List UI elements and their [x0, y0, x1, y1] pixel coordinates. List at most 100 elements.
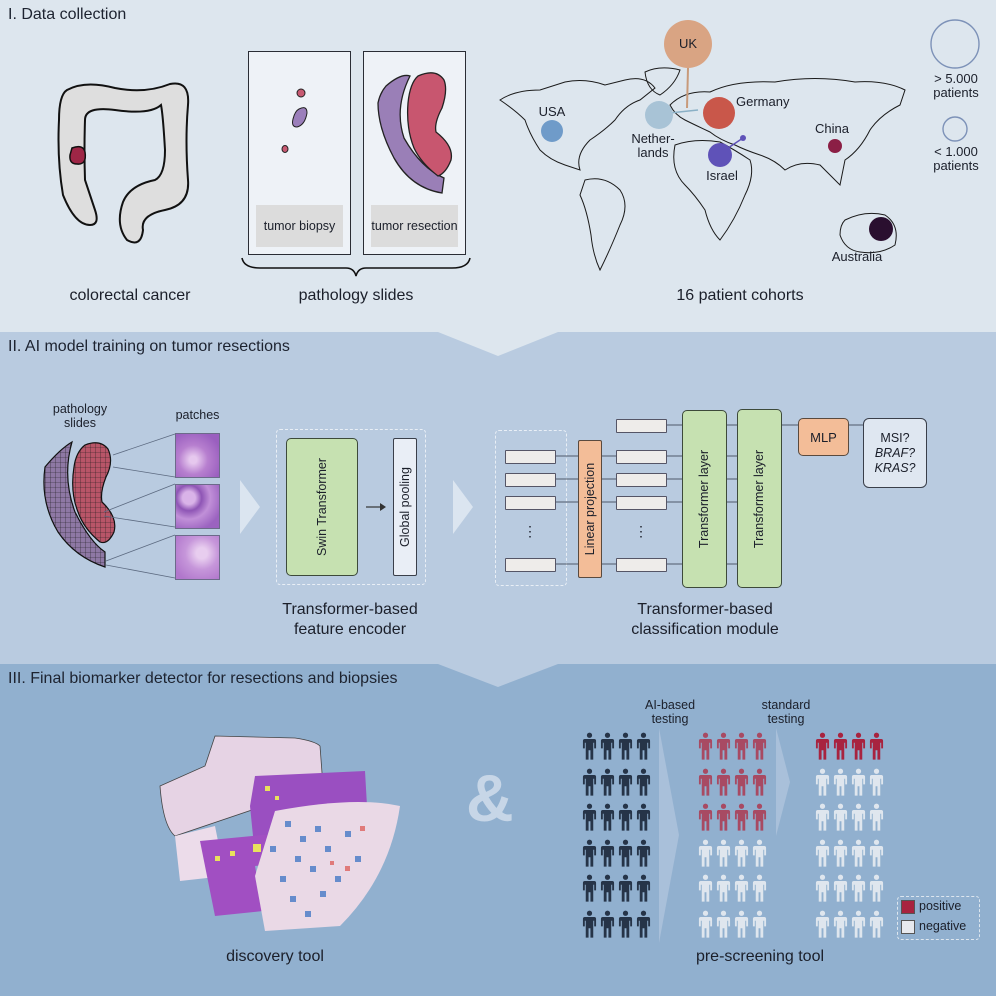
legend-positive-label: positive: [919, 899, 962, 913]
transformer-layer-label: Transformer layer: [752, 449, 767, 548]
output-msi: MSI?: [880, 430, 910, 445]
north-america-outline: [499, 78, 656, 171]
person-icon: [716, 768, 731, 796]
cohort-australia: [869, 217, 893, 241]
person-icon: [582, 732, 597, 760]
legend-large-label: > 5.000 patients: [925, 72, 987, 100]
cohort-label-uk: UK: [678, 36, 698, 51]
person-icon: [869, 732, 884, 760]
patch-image: [175, 484, 220, 529]
caption-line: classification module: [631, 621, 779, 638]
person-icon: [734, 732, 749, 760]
caption-line: Transformer-based: [637, 601, 773, 618]
person-icon: [734, 803, 749, 831]
patch-image: [175, 535, 220, 580]
person-icon: [618, 839, 633, 867]
cohort-label-australia: Australia: [831, 249, 883, 264]
person-icon: [716, 732, 731, 760]
person-icon: [582, 768, 597, 796]
person-icon: [698, 874, 713, 902]
section-title: I. Data collection: [8, 6, 127, 23]
person-icon: [851, 874, 866, 902]
map-caption: 16 patient cohorts: [676, 287, 804, 304]
person-icon: [815, 732, 830, 760]
person-icon: [636, 803, 651, 831]
person-icon: [815, 803, 830, 831]
person-icon: [600, 732, 615, 760]
input-token: [505, 496, 556, 510]
person-icon: [582, 874, 597, 902]
ellipsis: ⋮: [634, 523, 648, 539]
person-icon: [869, 768, 884, 796]
cohort-label-usa: USA: [538, 104, 566, 119]
legend-small-label: < 1.000 patients: [925, 145, 987, 173]
label-line: AI-based: [644, 698, 696, 712]
output-targets-box: MSI? BRAF? KRAS?: [863, 418, 927, 488]
person-icon: [833, 768, 848, 796]
cohort-label-netherlands: Nether- lands: [618, 132, 688, 160]
person-icon: [752, 839, 767, 867]
person-icon: [600, 803, 615, 831]
slide-tag-resection: tumor resection: [371, 205, 458, 247]
pathology-slides-label: pathology slides: [52, 402, 108, 430]
person-icon: [716, 803, 731, 831]
classifier-caption: Transformer-based classification module: [600, 600, 810, 640]
output-braf: BRAF?: [874, 445, 916, 460]
slide-resection: tumor resection: [363, 51, 466, 255]
legend-positive-swatch: [901, 900, 915, 914]
person-icon: [869, 910, 884, 938]
prescreen-caption: pre-screening tool: [695, 948, 825, 965]
person-icon: [582, 839, 597, 867]
transformer-layer-2: Transformer layer: [737, 409, 782, 588]
person-icon: [734, 839, 749, 867]
person-icon: [698, 839, 713, 867]
caption-line: feature encoder: [293, 621, 407, 638]
section-title: II. AI model training on tumor resection…: [8, 338, 290, 355]
cohort-china: [828, 139, 842, 153]
linear-projection-label: Linear projection: [583, 462, 598, 556]
person-icon: [636, 910, 651, 938]
cohort-uk: [664, 20, 712, 68]
person-icon: [752, 732, 767, 760]
person-icon: [815, 768, 830, 796]
linear-projection-block: Linear projection: [578, 440, 602, 578]
label-line: < 1.000: [934, 144, 978, 159]
person-icon: [833, 910, 848, 938]
person-icon: [600, 910, 615, 938]
person-icon: [716, 839, 731, 867]
legend-small-circle: [942, 116, 968, 142]
slide-tag-biopsy: tumor biopsy: [256, 205, 343, 247]
person-icon: [698, 910, 713, 938]
label-line: testing: [651, 712, 689, 726]
mlp-label: MLP: [810, 429, 837, 445]
stage-arrow: [776, 728, 790, 836]
encoder-dashed-group: [276, 429, 426, 585]
encoder-caption: Transformer-based feature encoder: [276, 600, 424, 640]
person-icon: [833, 732, 848, 760]
embedded-token: [616, 419, 667, 433]
resection-tissue: [377, 72, 453, 194]
section-chevron: [438, 332, 558, 356]
person-icon: [636, 732, 651, 760]
person-icon: [618, 732, 633, 760]
label-line: > 5.000: [934, 71, 978, 86]
embedded-token: [616, 558, 667, 572]
brace: [241, 257, 471, 277]
label-line: standard: [761, 698, 811, 712]
person-icon: [582, 803, 597, 831]
gridded-slides: [43, 440, 116, 568]
person-icon: [815, 910, 830, 938]
transformer-layer-1: Transformer layer: [682, 410, 727, 588]
colon-illustration: [57, 82, 190, 244]
label-line: patients: [933, 158, 979, 173]
arrow-right-icon: [366, 503, 386, 511]
patches-label: patches: [175, 408, 220, 422]
ellipsis: ⋮: [523, 523, 537, 539]
caption-line: Transformer-based: [282, 601, 418, 618]
person-icon: [618, 910, 633, 938]
discovery-heatmap-slide: [159, 735, 400, 931]
section-model-training: II. AI model training on tumor resection…: [0, 332, 996, 664]
person-icon: [618, 803, 633, 831]
person-icon: [869, 874, 884, 902]
slides-caption: pathology slides: [298, 287, 414, 304]
